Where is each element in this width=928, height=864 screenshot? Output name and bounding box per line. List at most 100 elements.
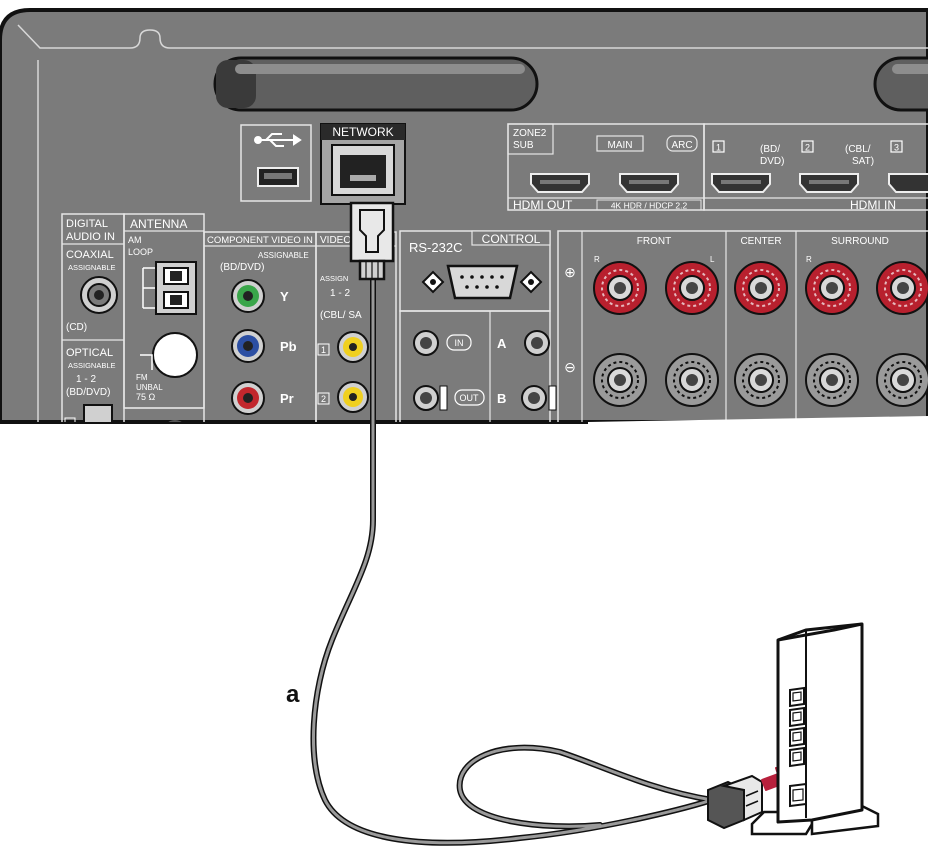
hdmi-out-port-sub bbox=[530, 173, 590, 193]
component-pr-jack bbox=[231, 381, 265, 415]
component-video-block: COMPONENT VIDEO IN ASSIGNABLE (BD/DVD) Y… bbox=[203, 231, 317, 422]
hdmi-in-1-number: 1 bbox=[716, 143, 721, 153]
hdmi-out-port-main bbox=[619, 173, 679, 193]
center-label: CENTER bbox=[740, 236, 781, 247]
component-pr-label: Pr bbox=[280, 391, 294, 406]
hdmi-in-2-number: 2 bbox=[805, 143, 810, 153]
video-jack-1 bbox=[337, 331, 369, 363]
front-l-plus-terminal bbox=[665, 261, 719, 315]
hdmi-out-title: HDMI OUT bbox=[513, 198, 573, 212]
am-loop-terminal bbox=[142, 261, 197, 315]
router-wan-port bbox=[789, 782, 807, 808]
video-jack-2-number: 2 bbox=[321, 394, 326, 404]
video-jack-2 bbox=[337, 381, 369, 413]
router bbox=[750, 622, 880, 836]
surround-r-label: R bbox=[806, 255, 812, 264]
hdmi-in-2-source-line1: (CBL/ bbox=[845, 144, 871, 155]
rj45-plug-router-end bbox=[707, 774, 763, 830]
ohm-label: 75 Ω bbox=[136, 392, 156, 402]
usb-port-area bbox=[240, 124, 312, 202]
rs232c-label: RS-232C bbox=[409, 240, 462, 255]
rs232c-control-block: RS-232C CONTROL bbox=[399, 230, 557, 422]
antenna-block: ANTENNA AM LOOP FM UNBAL bbox=[123, 213, 205, 422]
surround-r-plus-terminal bbox=[805, 261, 859, 315]
surround-label: SURROUND bbox=[831, 236, 889, 247]
video-title: VIDEO bbox=[320, 235, 351, 246]
ir-out-label: OUT bbox=[460, 393, 480, 403]
surround-l-plus-terminal bbox=[876, 261, 928, 315]
front-r-label: R bbox=[594, 255, 600, 264]
unbal-label: UNBAL bbox=[136, 383, 163, 392]
panel-bottom-cut bbox=[588, 416, 928, 428]
arc-label: ARC bbox=[671, 140, 692, 151]
video-source: (CBL/ SA bbox=[320, 310, 362, 321]
wifi-antenna-left bbox=[213, 56, 539, 112]
panel-inner-outline bbox=[17, 24, 928, 49]
hdmi-in-1-source-line2: DVD) bbox=[760, 156, 784, 167]
center-minus-terminal bbox=[734, 353, 788, 407]
hdmi-in-3-number: 3 bbox=[894, 143, 899, 153]
coaxial-source: (CD) bbox=[66, 322, 87, 333]
speaker-terminals-block: ⊕ ⊖ FRONT CENTER SURROUND R L R bbox=[557, 230, 928, 422]
rj45-plug-top bbox=[349, 201, 395, 281]
loop-label: LOOP bbox=[128, 247, 153, 257]
receiver-rear-panel: NETWORK ZONE2 SUB MAIN ARC bbox=[0, 8, 928, 428]
main-label: MAIN bbox=[608, 140, 633, 151]
surround-r-minus-terminal bbox=[805, 353, 859, 407]
fm-label: FM bbox=[136, 373, 148, 382]
ir-in-label: IN bbox=[455, 338, 464, 348]
hdmi-out-block: ZONE2 SUB MAIN ARC HDMI OUT 4K HDR / HDC… bbox=[507, 123, 705, 212]
digital-title-1: DIGITAL bbox=[66, 218, 108, 230]
video-assignable: ASSIGN bbox=[320, 274, 348, 283]
hdmi-in-block: HDMI IN 1 (BD/ DVD) 2 (CBL/ SAT) bbox=[703, 123, 928, 212]
front-r-plus-terminal bbox=[593, 261, 647, 315]
fm-antenna-jack bbox=[140, 332, 198, 378]
digital-title-2: AUDIO IN bbox=[66, 231, 115, 243]
trigger-a-jack bbox=[524, 330, 550, 356]
center-plus-terminal bbox=[734, 261, 788, 315]
coaxial-jack bbox=[80, 276, 118, 314]
front-l-label: L bbox=[710, 255, 715, 264]
speaker-minus-symbol: ⊖ bbox=[564, 359, 576, 375]
front-label: FRONT bbox=[637, 236, 671, 247]
coaxial-label: COAXIAL bbox=[66, 249, 114, 261]
wifi-antenna-right bbox=[873, 56, 928, 112]
component-source: (BD/DVD) bbox=[220, 262, 264, 273]
router-lan-ports bbox=[789, 686, 805, 768]
optical-source: (BD/DVD) bbox=[66, 387, 110, 398]
component-pb-label: Pb bbox=[280, 339, 297, 354]
antenna-title: ANTENNA bbox=[130, 217, 187, 231]
optical-assignable: ASSIGNABLE bbox=[68, 361, 116, 370]
hdmi-in-port-2 bbox=[799, 173, 859, 193]
am-label: AM bbox=[128, 235, 142, 245]
trigger-b-jack bbox=[521, 385, 557, 411]
usb-icon bbox=[254, 133, 302, 147]
optical-port bbox=[83, 404, 113, 422]
component-title: COMPONENT VIDEO IN bbox=[207, 235, 313, 246]
front-r-minus-terminal bbox=[593, 353, 647, 407]
cable-label: a bbox=[286, 681, 300, 708]
component-assignable: ASSIGNABLE bbox=[258, 251, 309, 260]
hdmi-in-title: HDMI IN bbox=[850, 198, 896, 212]
coaxial-assignable: ASSIGNABLE bbox=[68, 263, 116, 272]
video-nums: 1 - 2 bbox=[330, 288, 350, 299]
trigger-b-label: B bbox=[497, 391, 506, 406]
hdmi-in-port-1 bbox=[711, 173, 771, 193]
network-label: NETWORK bbox=[332, 125, 393, 139]
front-l-minus-terminal bbox=[665, 353, 719, 407]
surround-l-minus-terminal bbox=[876, 353, 928, 407]
control-title: CONTROL bbox=[482, 232, 541, 246]
component-pb-jack bbox=[231, 329, 265, 363]
trigger-a-label: A bbox=[497, 336, 507, 351]
rs232c-port bbox=[421, 264, 543, 300]
hdmi-in-1-source-line1: (BD/ bbox=[760, 144, 780, 155]
hdmi-out-subtitle: 4K HDR / HDCP 2.2 bbox=[611, 201, 688, 211]
component-y-label: Y bbox=[280, 289, 289, 304]
sub-label: SUB bbox=[513, 140, 534, 151]
ir-out-jack bbox=[413, 385, 485, 411]
optical-label: OPTICAL bbox=[66, 347, 113, 359]
optical-nums: 1 - 2 bbox=[76, 374, 96, 385]
network-port-area: NETWORK bbox=[320, 123, 406, 205]
video-jack-1-number: 1 bbox=[321, 345, 326, 355]
